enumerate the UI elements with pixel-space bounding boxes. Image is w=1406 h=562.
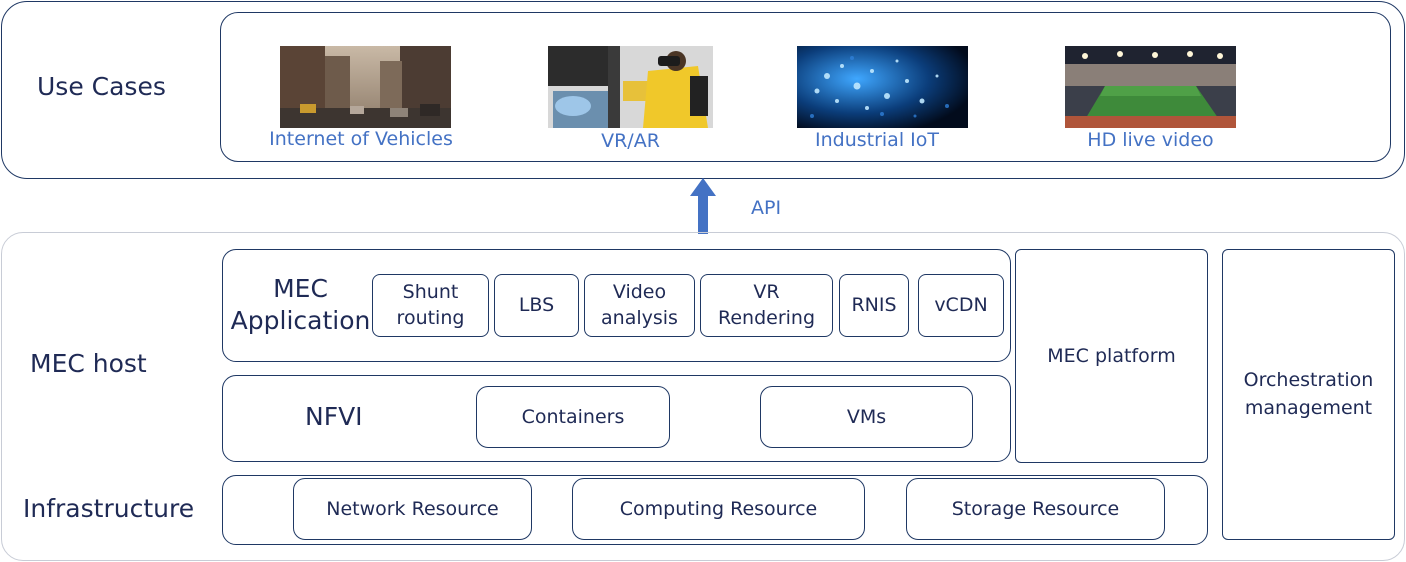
vr-ar-image <box>548 46 713 128</box>
network-resource-box: Network Resource <box>293 478 532 540</box>
mec-host-heading: MEC host <box>30 349 147 378</box>
storage-resource-label: Storage Resource <box>951 498 1120 520</box>
infrastructure-box <box>222 475 1208 545</box>
app-video-analysis: Video analysis <box>584 274 695 337</box>
app-vcdn: vCDN <box>918 274 1004 337</box>
mec-system-panel <box>1 232 1405 561</box>
mec-application-label-line1: MEC <box>273 273 328 303</box>
use-case-label-hd-live-video: HD live video <box>1087 129 1214 151</box>
mec-application-label: MEC Application <box>228 272 373 338</box>
app-vr-rendering-line2: Rendering <box>717 306 816 329</box>
app-rnis-label: RNIS <box>851 293 897 316</box>
mec-application-box <box>222 249 1011 362</box>
mec-platform-label: MEC platform <box>1047 345 1176 367</box>
api-label: API <box>751 197 782 219</box>
use-cases-inner-box <box>220 12 1391 162</box>
app-lbs: LBS <box>494 274 579 337</box>
nfvi-box <box>222 375 1011 462</box>
app-shunt-routing: Shunt routing <box>372 274 489 337</box>
app-vcdn-label: vCDN <box>934 293 988 316</box>
orchestration-label-line1: Orchestration <box>1243 368 1374 391</box>
containers-box: Containers <box>476 386 670 448</box>
mec-application-label-line2: Application <box>230 306 371 335</box>
app-shunt-routing-line2: routing <box>396 306 465 329</box>
vms-label: VMs <box>846 406 887 428</box>
app-shunt-routing-line1: Shunt <box>402 280 459 303</box>
nfvi-label: NFVI <box>305 402 363 431</box>
orchestration-management-box: Orchestration management <box>1222 249 1395 540</box>
app-lbs-label: LBS <box>518 293 555 316</box>
app-video-analysis-line2: analysis <box>601 306 678 329</box>
use-case-label-vr-ar: VR/AR <box>601 130 660 152</box>
computing-resource-label: Computing Resource <box>619 498 818 520</box>
orchestration-label-line2: management <box>1244 396 1373 419</box>
storage-resource-box: Storage Resource <box>906 478 1165 540</box>
containers-label: Containers <box>521 406 625 428</box>
app-vr-rendering-line1: VR <box>753 280 780 303</box>
internet-of-vehicles-image <box>280 46 451 128</box>
app-rnis: RNIS <box>839 274 909 337</box>
network-resource-label: Network Resource <box>326 498 499 520</box>
use-case-label-vehicles: Internet of Vehicles <box>269 128 453 150</box>
api-arrow <box>690 178 716 234</box>
vms-box: VMs <box>760 386 973 448</box>
industrial-iot-image <box>797 46 968 128</box>
hd-live-video-image <box>1065 46 1236 128</box>
mec-platform-box: MEC platform <box>1015 249 1208 463</box>
computing-resource-box: Computing Resource <box>572 478 865 540</box>
use-cases-heading: Use Cases <box>37 72 166 101</box>
infrastructure-heading: Infrastructure <box>23 494 195 523</box>
use-case-label-industrial-iot: Industrial IoT <box>815 129 939 151</box>
app-video-analysis-line1: Video <box>612 280 667 303</box>
app-vr-rendering: VR Rendering <box>700 274 833 337</box>
